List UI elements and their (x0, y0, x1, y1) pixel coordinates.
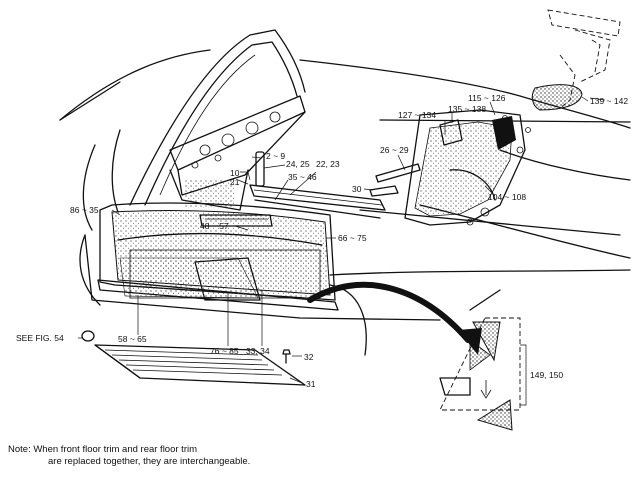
label-30: 30 (352, 184, 362, 194)
rubber-grommet (81, 330, 95, 342)
label-10: 10 (230, 168, 240, 178)
label-86-35: 86 ~ 35 (70, 205, 99, 215)
label-33-34: 33, 34 (246, 346, 270, 356)
label-32: 32 (304, 352, 314, 362)
label-149-150: 149, 150 (530, 370, 563, 380)
label-48-57: 48 ~ 57 (200, 221, 229, 231)
label-22-23: 22, 23 (316, 159, 340, 169)
tunnel-trim (249, 184, 386, 219)
label-104-108: 104 ~ 108 (488, 192, 526, 202)
leader-lines (78, 96, 606, 406)
note-line-2: are replaced together, they are intercha… (48, 456, 251, 467)
label-24-25: 24, 25 (286, 159, 310, 169)
label-66-75: 66 ~ 75 (338, 233, 367, 243)
label-139-142: 139 ~ 142 (590, 96, 628, 106)
label-135-138: 135 ~ 138 (448, 104, 486, 114)
label-26-29: 26 ~ 29 (380, 145, 409, 155)
floor-trim (119, 257, 259, 299)
label-21: 21 (230, 177, 240, 187)
location-arrow (307, 281, 482, 355)
scuff-plate (94, 344, 306, 386)
label-31: 31 (306, 379, 316, 389)
label-115-126: 115 ~ 126 (468, 93, 506, 103)
label-58-65: 58 ~ 65 (118, 334, 147, 344)
label-see-fig-54: SEE FIG. 54 (16, 333, 64, 343)
label-2-9: 2 ~ 9 (266, 151, 285, 161)
part-labels: 2 ~ 9 24, 25 10 21 22, 23 35 ~ 46 26 ~ 2… (16, 93, 628, 389)
label-127-134: 127 ~ 134 (398, 110, 436, 120)
windshield-frame (129, 29, 306, 206)
label-35-46: 35 ~ 46 (288, 172, 317, 182)
rear-quarter-trim (404, 109, 531, 226)
footnote: Note: When front floor trim and rear flo… (8, 444, 250, 468)
rear-corner-pad (531, 84, 583, 111)
label-76-85: 76 ~ 85 (210, 346, 239, 356)
note-line-1: Note: When front floor trim and rear flo… (8, 444, 198, 455)
screw-fastener (282, 349, 291, 364)
